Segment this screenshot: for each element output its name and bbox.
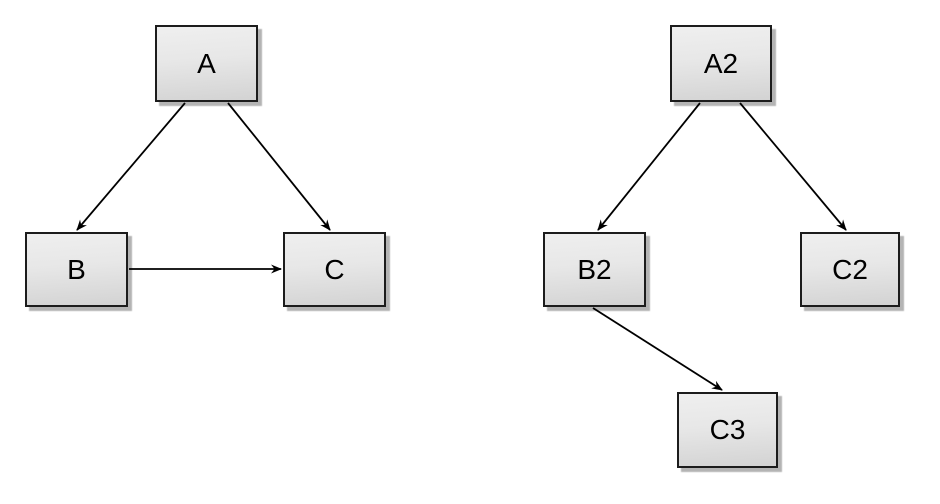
node-C: C	[283, 232, 386, 307]
node-C3: C3	[677, 392, 778, 468]
edge-A2-B2	[597, 102, 701, 231]
edge-A-B	[76, 102, 186, 231]
edge-A2-C2	[739, 102, 847, 231]
node-A: A	[155, 25, 258, 102]
node-B: B	[25, 232, 128, 307]
node-A2: A2	[670, 25, 772, 102]
node-C2: C2	[800, 232, 900, 307]
edge-B2-C3	[592, 307, 723, 391]
edge-A-C	[227, 102, 331, 231]
node-B2: B2	[543, 232, 646, 307]
